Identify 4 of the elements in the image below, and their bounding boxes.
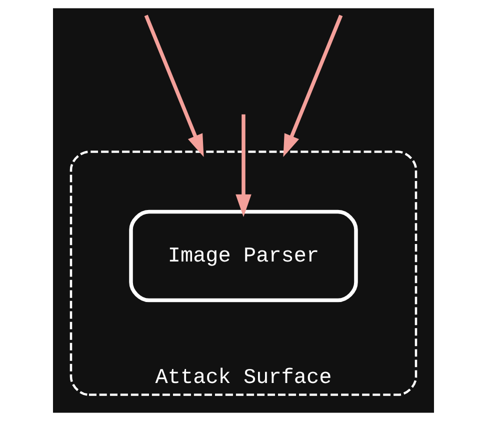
arrow xyxy=(144,14,204,158)
node-box: Image Parser xyxy=(129,210,358,302)
arrow xyxy=(236,114,252,217)
arrow xyxy=(283,14,343,158)
